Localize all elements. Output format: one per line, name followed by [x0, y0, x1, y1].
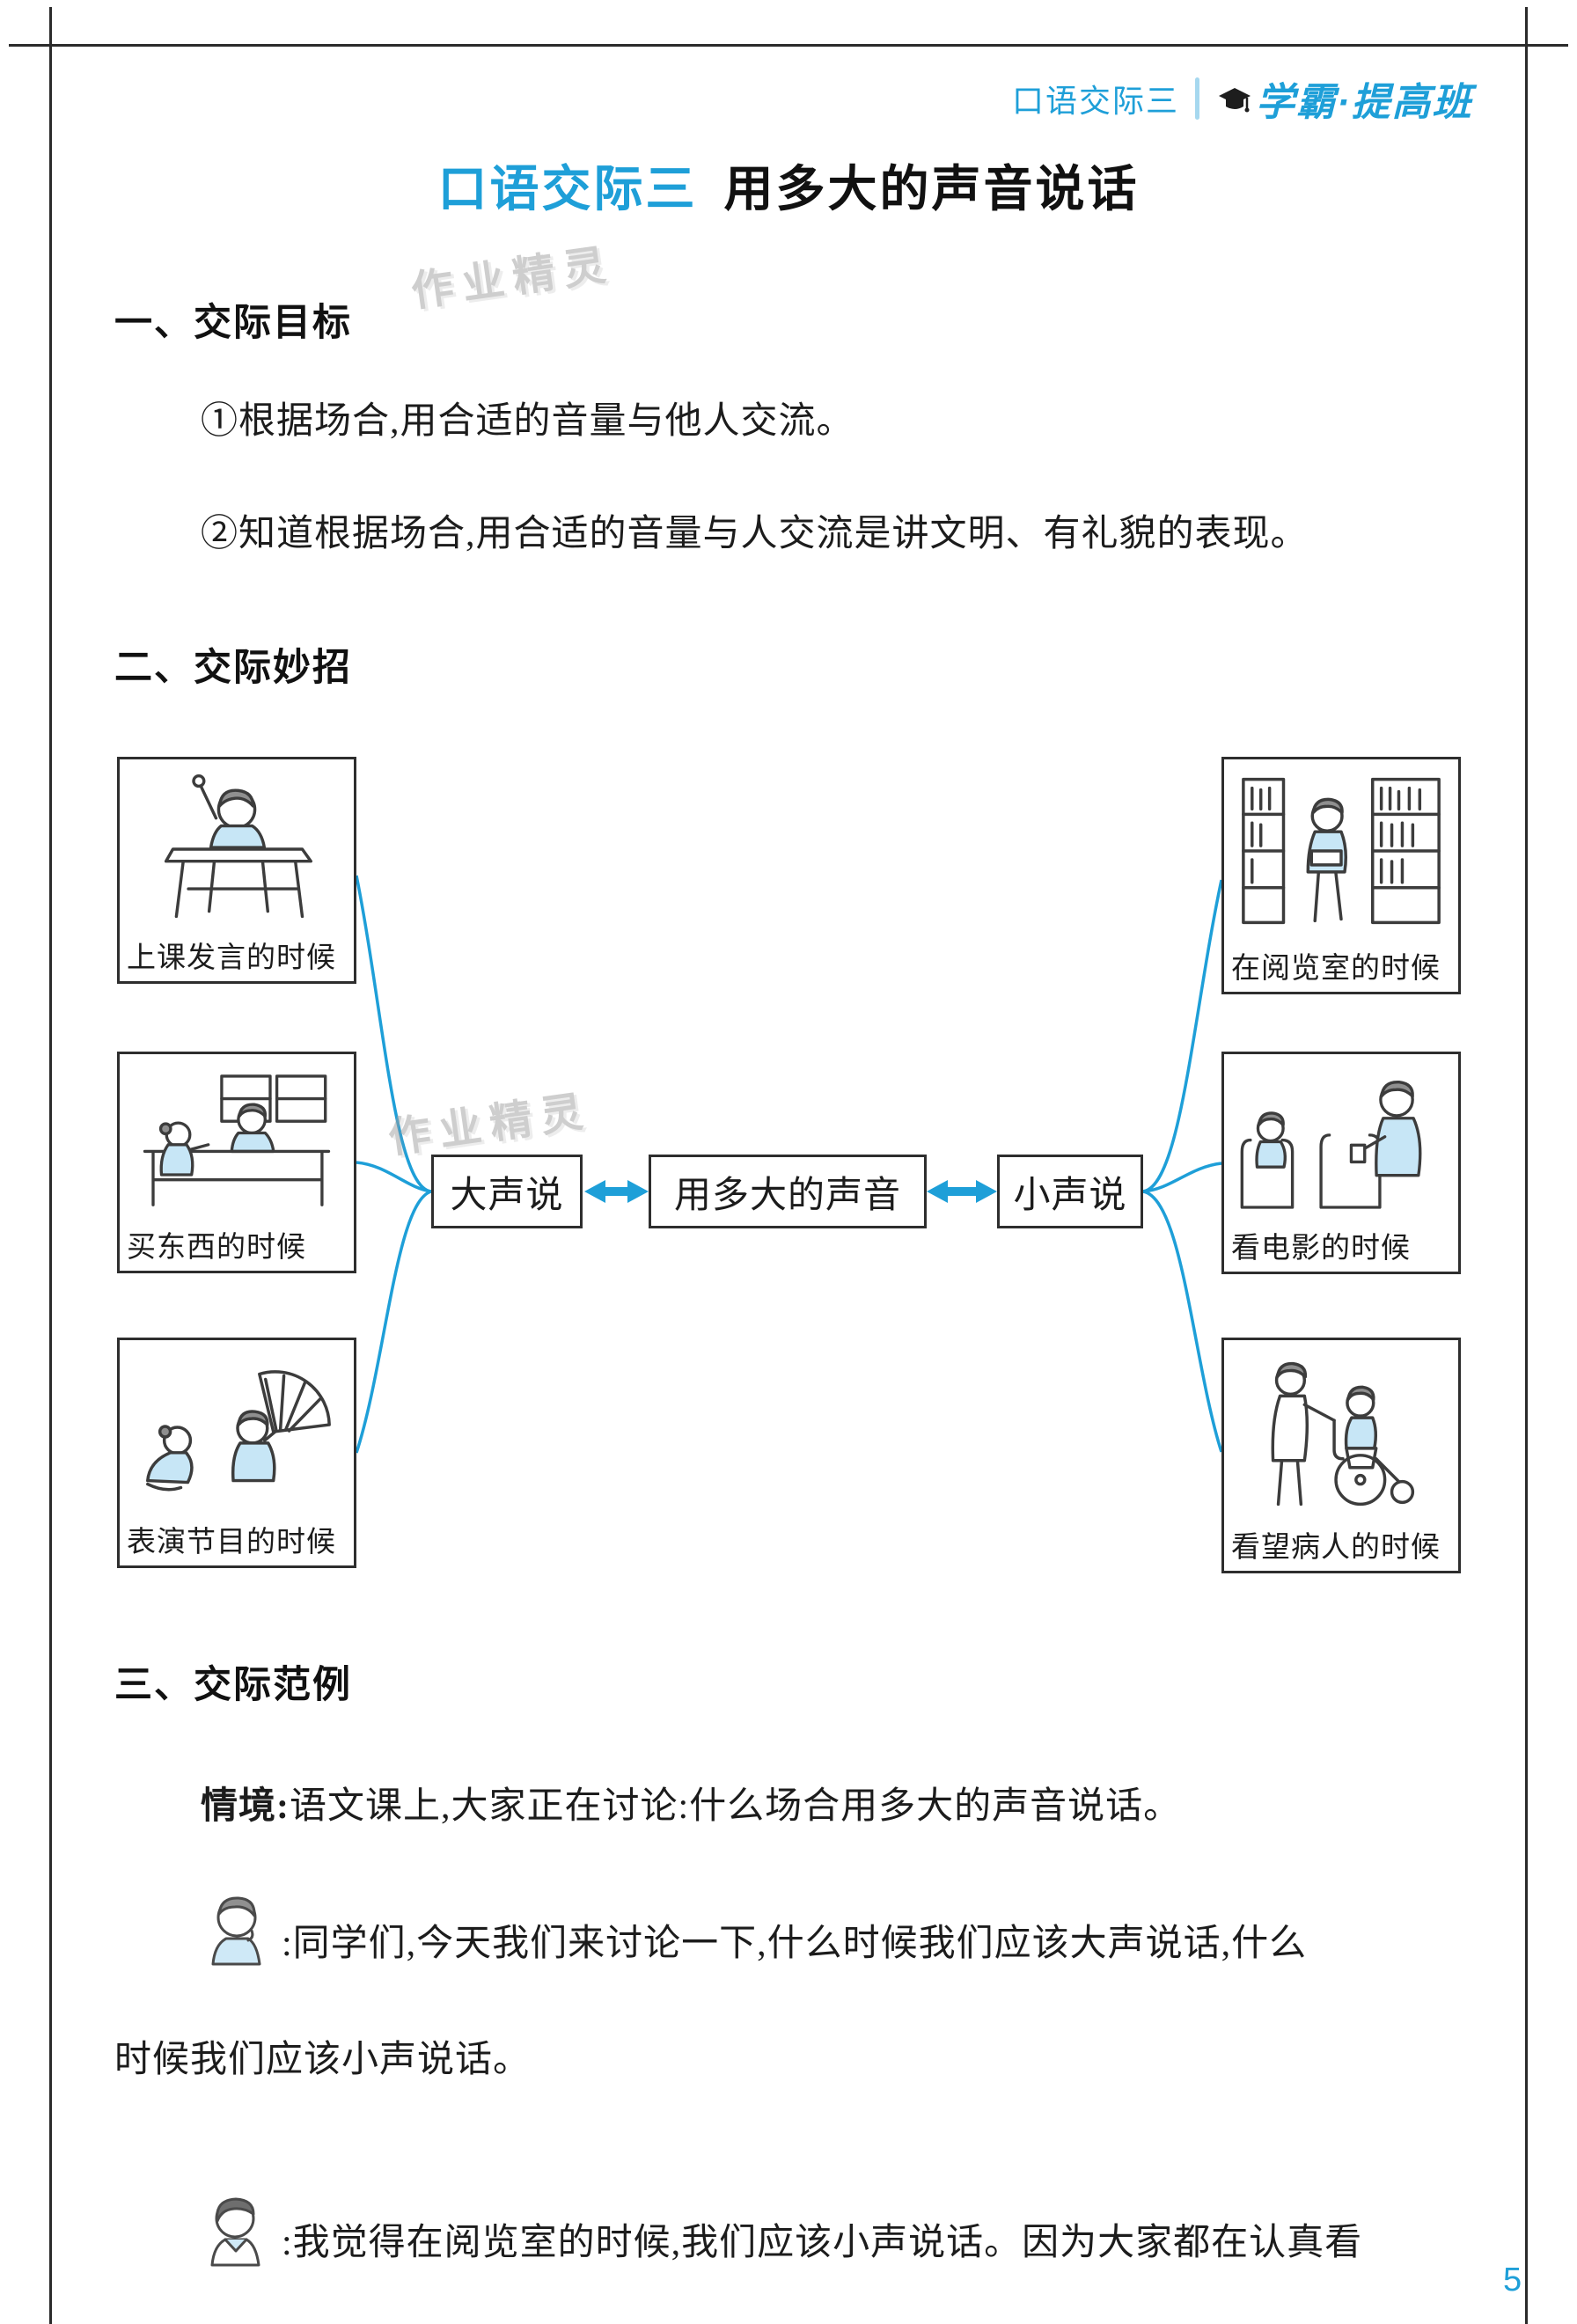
header-divider	[1195, 77, 1200, 120]
scene-caption: 买东西的时候	[127, 1232, 306, 1264]
scene-cinema: 看电影的时候	[1221, 1052, 1461, 1274]
dialog1-line2: 时候我们应该小声说话。	[114, 2040, 532, 2080]
brand-text: 学霸·提高班	[1256, 81, 1473, 124]
hospital-visit-illustration	[1271, 1361, 1415, 1507]
goal-item-1: ①根据场合,用合适的音量与他人交流。	[201, 401, 855, 442]
page-border-left	[49, 7, 52, 2324]
node-topic: 用多大的声音	[649, 1155, 927, 1228]
page-title: 口语交际三用多大的声音说话	[0, 150, 1577, 221]
scene-hospital-visit: 看望病人的时候	[1221, 1338, 1461, 1573]
scenario-line: 情境:语文课上,大家正在讨论:什么场合用多大的声音说话。	[201, 1776, 1181, 1829]
scene-caption: 看望病人的时候	[1231, 1532, 1441, 1564]
section-goals-heading: 一、交际目标	[114, 302, 352, 344]
section-examples-heading: 三、交际范例	[114, 1664, 352, 1706]
scenario-label: 情境:	[201, 1786, 290, 1827]
scene-reading-room: 在阅览室的时候	[1221, 757, 1461, 994]
shopping-illustration	[143, 1074, 331, 1206]
page-border-right	[1525, 7, 1528, 2324]
scene-performance: 表演节目的时候	[117, 1338, 356, 1568]
performance-illustration	[146, 1370, 331, 1492]
scene-caption: 在阅览室的时候	[1231, 953, 1441, 985]
breadcrumb: 口语交际三	[1012, 83, 1180, 119]
node-speak-loudly: 大声说	[431, 1155, 583, 1228]
page-header: 口语交际三 学霸·提高班	[1012, 74, 1473, 124]
scene-caption: 上课发言的时候	[127, 942, 336, 974]
dialog1-line1: :同学们,今天我们来讨论一下,什么时候我们应该大声说话,什么	[282, 1924, 1308, 1964]
cinema-illustration	[1240, 1081, 1422, 1209]
title-prefix: 口语交际三	[437, 161, 698, 216]
student-avatar	[210, 2197, 260, 2267]
classroom-illustration	[164, 773, 312, 919]
watermark: 作业精灵	[408, 241, 618, 316]
scenario-text: 语文课上,大家正在讨论:什么场合用多大的声音说话。	[290, 1786, 1182, 1827]
scene-shopping: 买东西的时候	[117, 1052, 356, 1273]
page-border-top	[9, 44, 1568, 47]
scene-caption: 看电影的时候	[1231, 1233, 1411, 1265]
brand-logo: 学霸·提高班	[1215, 70, 1473, 127]
node-speak-softly: 小声说	[997, 1155, 1143, 1228]
dialog2-line1: :我觉得在阅览室的时候,我们应该小声说话。因为大家都在认真看	[282, 2223, 1363, 2263]
scene-caption: 表演节目的时候	[127, 1527, 336, 1558]
scene-classroom: 上课发言的时候	[117, 757, 356, 984]
reading-room-illustration	[1242, 777, 1441, 925]
graduation-cap-icon	[1219, 88, 1251, 113]
teacher-avatar	[211, 1896, 261, 1966]
mind-map-connectors	[355, 875, 1223, 1454]
page-number: 5	[1503, 2262, 1522, 2298]
title-main: 用多大的声音说话	[723, 161, 1140, 216]
section-tips-heading: 二、交际妙招	[114, 647, 352, 689]
mind-map-diagram: 上课发言的时候 买东西的时候	[0, 748, 1577, 1584]
goal-item-2: ②知道根据场合,用合适的音量与人交流是讲文明、有礼貌的表现。	[201, 514, 1309, 554]
